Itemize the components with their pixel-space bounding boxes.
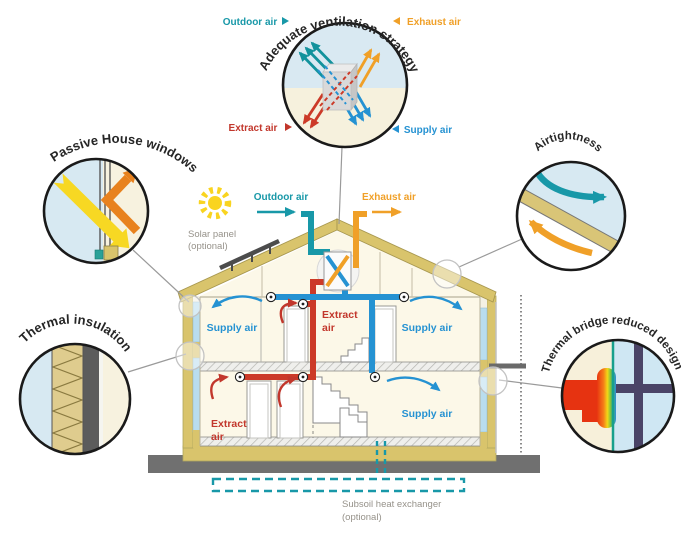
balcony-slab-icon xyxy=(616,342,674,452)
vent-outdoor-label: Outdoor air xyxy=(223,17,278,28)
vent-exhaust-pointer xyxy=(393,17,400,25)
supply-vent xyxy=(265,291,277,303)
right-window-upper xyxy=(479,307,488,361)
connector-windows xyxy=(132,249,190,303)
exhaust-air-label: Exhaust air xyxy=(362,192,416,203)
roof-section-icon xyxy=(517,183,625,262)
heat-exchanger-icon xyxy=(322,62,358,112)
vent-supply-label: Supply air xyxy=(404,125,452,136)
extract-vent xyxy=(297,298,309,310)
vent-supply-pointer xyxy=(392,125,399,133)
detail-markers xyxy=(175,259,508,396)
vent-extract-pointer xyxy=(285,123,292,131)
extract-air-label-upper: Extract air xyxy=(322,309,361,334)
supply-vent xyxy=(398,291,410,303)
foundation xyxy=(182,445,497,462)
subsoil-heat-exchanger xyxy=(211,441,466,493)
vent-extract-label: Extract air xyxy=(229,123,278,134)
vent-outdoor-pointer xyxy=(282,17,289,25)
vent-exhaust-label: Exhaust air xyxy=(407,17,461,28)
solar-panel xyxy=(219,238,280,271)
insulation-batt-icon xyxy=(51,344,84,454)
balcony-attachment xyxy=(489,295,526,453)
subsoil-label: Subsoil heat exchanger (optional) xyxy=(342,499,444,523)
floor-slab-ground xyxy=(199,436,481,447)
extract-vent xyxy=(297,371,309,383)
sun-icon xyxy=(198,186,232,220)
callout-airtightness: Airtightness xyxy=(515,130,627,272)
sunlight-arrow-icon xyxy=(53,173,130,249)
thermal-image-icon xyxy=(562,368,616,428)
roof xyxy=(177,218,497,303)
connector-airtightness xyxy=(458,238,523,268)
air-flow-arrows xyxy=(210,295,463,408)
connector-ventilation xyxy=(338,146,343,225)
left-wall xyxy=(182,295,201,449)
extract-vent xyxy=(234,371,246,383)
supply-air-label-upper-right: Supply air xyxy=(402,322,453,334)
supply-air-label-upper-left: Supply air xyxy=(207,322,258,334)
ventilation-system xyxy=(210,207,463,408)
exhaust-air-pipe xyxy=(353,211,367,268)
heat-exchanger-unit xyxy=(323,251,352,291)
floor-slab-upper xyxy=(199,361,481,372)
right-wall xyxy=(479,295,497,449)
solar-panel-label: Solar panel (optional) xyxy=(188,229,239,252)
outdoor-air-label: Outdoor air xyxy=(254,192,309,203)
outside-air-deflect-arrow xyxy=(533,168,607,204)
extract-air-label-lower: Extract air xyxy=(211,418,250,443)
inside-air-deflect-arrow xyxy=(528,219,593,257)
connector-thermal-bridge xyxy=(498,379,563,389)
outdoor-air-pipe xyxy=(301,211,330,255)
staircase xyxy=(312,337,370,438)
supply-vent xyxy=(369,371,381,383)
supply-air-label-lower: Supply air xyxy=(402,408,453,420)
